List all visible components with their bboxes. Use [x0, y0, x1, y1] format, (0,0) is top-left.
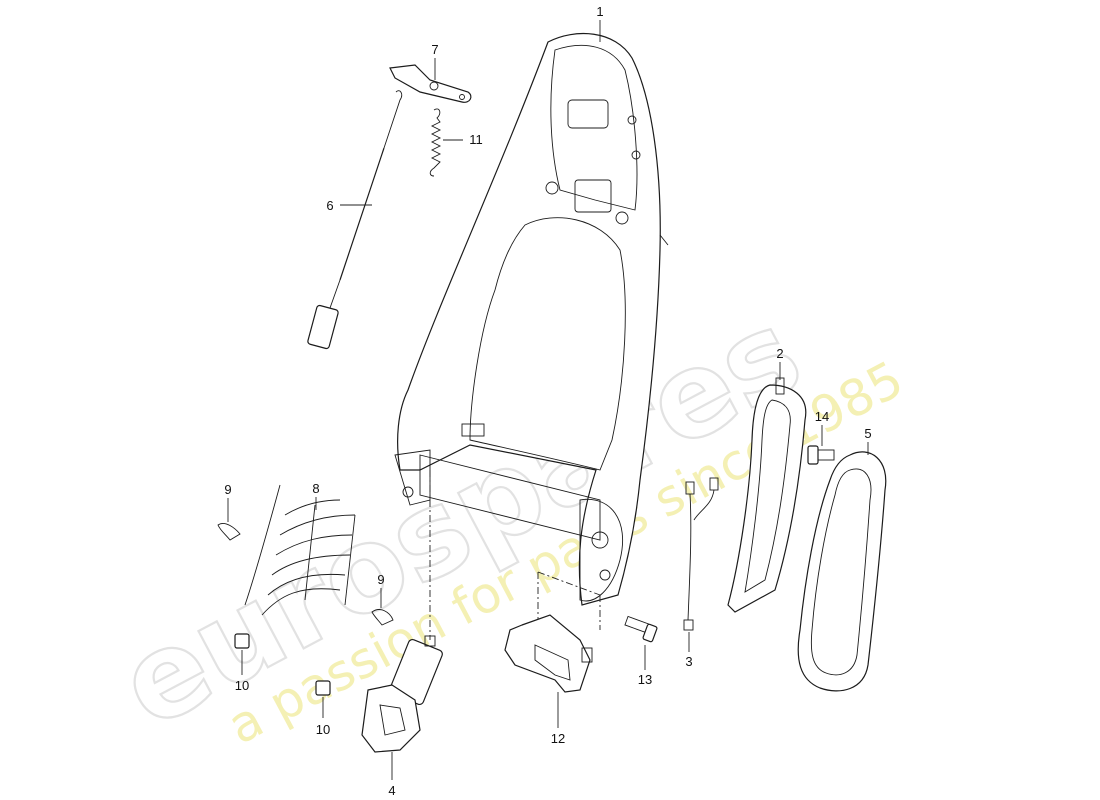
bolt-14 — [807, 445, 835, 465]
bracket — [389, 64, 472, 103]
spring — [429, 108, 442, 177]
clip-10-right — [315, 680, 331, 696]
callout-6: 6 — [326, 198, 333, 213]
side-panel — [797, 451, 887, 692]
callout-5: 5 — [864, 426, 871, 441]
callout-8: 8 — [312, 481, 319, 496]
callout-1: 1 — [596, 4, 603, 19]
callout-14: 14 — [815, 409, 829, 424]
callout-4: 4 — [388, 783, 395, 798]
wiring-harness — [683, 477, 719, 631]
leader-lines — [227, 20, 869, 780]
clip-10-left — [234, 633, 250, 649]
callouts: 1 2 3 4 5 6 7 8 9 9 10 10 11 12 13 14 — [224, 4, 871, 798]
callout-9-left: 9 — [224, 482, 231, 497]
callout-10-left: 10 — [235, 678, 249, 693]
recliner-bracket — [504, 571, 601, 693]
lumbar-mat — [244, 484, 356, 616]
callout-2: 2 — [776, 346, 783, 361]
clip-9-right — [371, 609, 394, 626]
callout-10-right: 10 — [316, 722, 330, 737]
cable — [307, 90, 403, 350]
bolt-13 — [624, 615, 658, 643]
callout-9-right: 9 — [377, 572, 384, 587]
callout-7: 7 — [431, 42, 438, 57]
motor — [361, 470, 443, 753]
callout-13: 13 — [638, 672, 652, 687]
side-trim — [727, 377, 807, 613]
callout-11: 11 — [469, 132, 483, 147]
seat-back-frame — [394, 32, 669, 606]
callout-12: 12 — [551, 731, 565, 746]
clip-9-left — [217, 523, 241, 541]
callout-3: 3 — [685, 654, 692, 669]
